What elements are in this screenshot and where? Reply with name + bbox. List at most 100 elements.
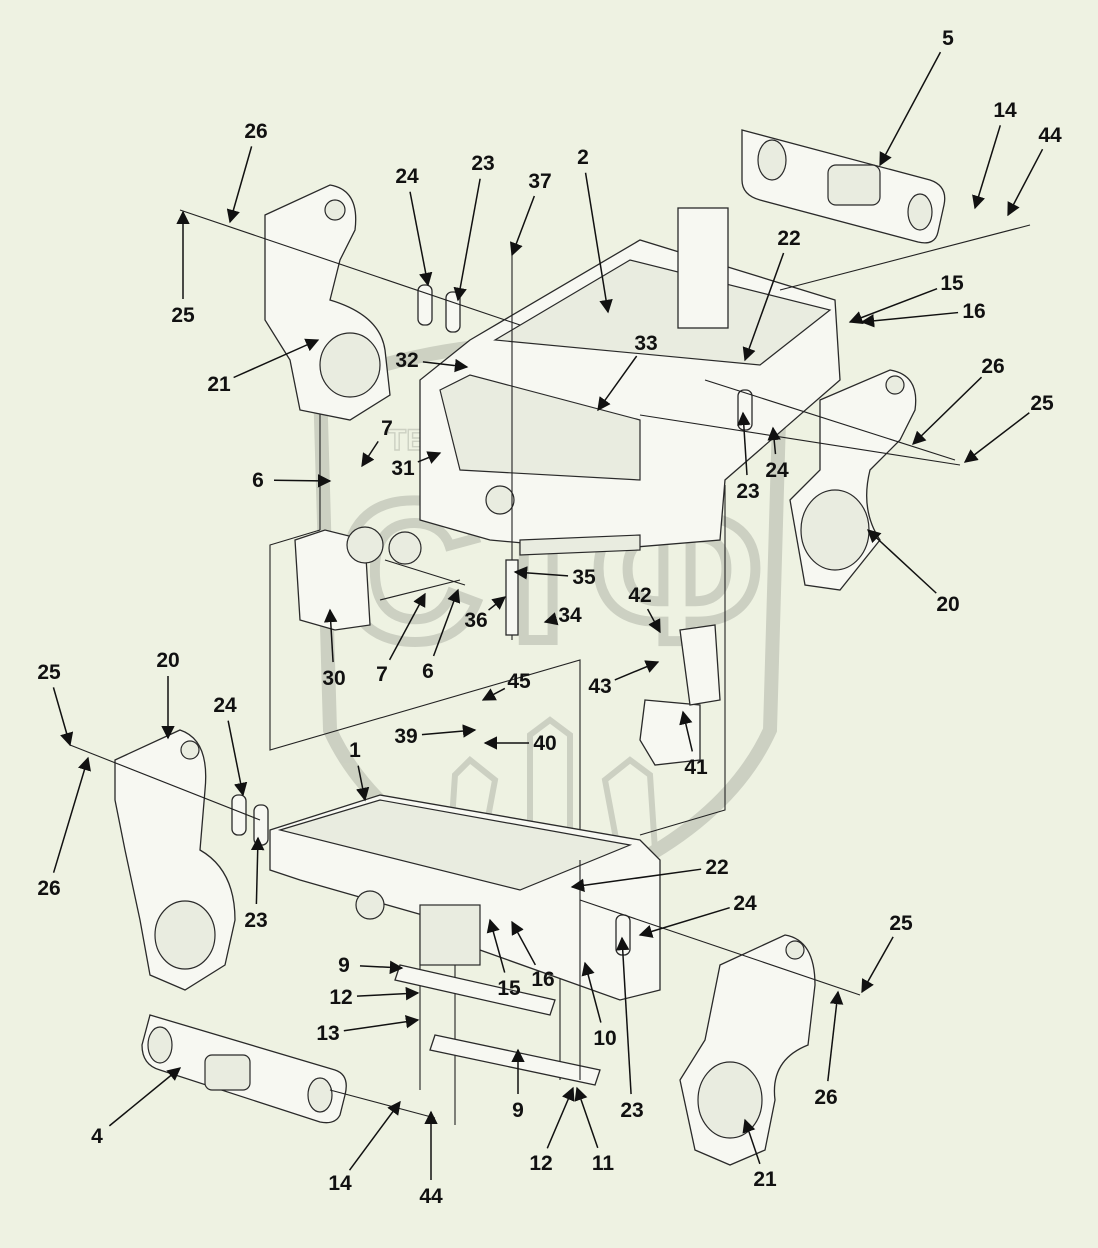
leader-line-26 <box>52 756 91 873</box>
callout-label-25: 25 <box>171 304 195 327</box>
leader-line-20 <box>867 529 937 594</box>
callout-label-7: 7 <box>376 663 388 686</box>
side-plate-lower-right <box>679 934 816 1166</box>
leader-line-26 <box>827 990 844 1082</box>
callout-label-11: 11 <box>592 1152 615 1175</box>
callout-label-5: 5 <box>942 27 954 50</box>
callout-label-26: 26 <box>37 877 60 900</box>
leader-line-24 <box>409 191 433 287</box>
callout-label-44: 44 <box>1038 124 1062 147</box>
callout-label-24: 24 <box>213 694 237 717</box>
valve-block <box>294 526 466 631</box>
callout-label-26: 26 <box>981 355 1004 378</box>
leader-line-12 <box>356 986 420 1001</box>
leader-line-10 <box>581 961 602 1023</box>
side-plate-lower-left <box>114 729 236 991</box>
leader-line-23 <box>615 936 632 1095</box>
leader-line-24 <box>227 720 248 797</box>
leader-line-6 <box>273 474 332 488</box>
callout-label-20: 20 <box>156 649 179 672</box>
leader-line-21 <box>233 338 320 379</box>
leader-line-33 <box>597 355 638 412</box>
leader-line-24 <box>767 426 781 455</box>
callout-label-16: 16 <box>531 968 554 991</box>
leader-line-2 <box>584 172 613 314</box>
callout-label-15: 15 <box>940 272 964 295</box>
callout-label-44: 44 <box>419 1185 443 1208</box>
leader-line-23 <box>737 411 751 476</box>
leader-line-5 <box>879 51 942 167</box>
leader-line-13 <box>343 1015 420 1032</box>
leader-line-31 <box>417 451 442 464</box>
leader-line-30 <box>323 608 338 663</box>
callout-label-30: 30 <box>322 667 345 690</box>
callout-label-21: 21 <box>753 1168 777 1191</box>
callout-label-42: 42 <box>628 584 651 607</box>
leader-line-15 <box>486 918 506 973</box>
leader-line-32 <box>422 358 469 373</box>
callout-label-24: 24 <box>733 892 757 915</box>
callout-label-15: 15 <box>497 977 521 1000</box>
callout-label-25: 25 <box>37 661 61 684</box>
leader-line-12 <box>546 1086 575 1149</box>
leader-line-41 <box>679 710 694 752</box>
callout-label-43: 43 <box>588 675 611 698</box>
leader-line-36 <box>488 596 507 611</box>
leader-line-25 <box>963 412 1030 463</box>
leader-line-24 <box>638 906 730 938</box>
callout-label-1: 1 <box>349 739 361 762</box>
leader-line-7 <box>388 592 426 661</box>
leader-line-23 <box>250 836 265 905</box>
leader-line-1 <box>355 765 370 802</box>
leader-line-35 <box>513 566 569 580</box>
side-plate-upper-right <box>789 369 917 591</box>
leader-line-26 <box>226 146 253 224</box>
counterweight-upper <box>741 129 946 244</box>
callout-label-13: 13 <box>316 1022 339 1045</box>
leader-line-14 <box>348 1100 401 1171</box>
callout-label-2: 2 <box>577 146 589 169</box>
frame-upper <box>419 207 841 556</box>
callout-label-22: 22 <box>777 227 800 250</box>
callout-label-37: 37 <box>528 170 551 193</box>
leader-line-22 <box>742 252 785 362</box>
callout-label-25: 25 <box>889 912 913 935</box>
callout-label-25: 25 <box>1030 392 1054 415</box>
callout-label-23: 23 <box>736 480 759 503</box>
leader-line-22 <box>570 868 702 893</box>
leader-line-11 <box>574 1086 599 1149</box>
leader-line-9 <box>359 960 404 975</box>
side-plate-upper-left <box>264 184 391 421</box>
leader-line-16 <box>860 311 959 328</box>
counterweight-lower <box>141 1014 347 1124</box>
callout-label-21: 21 <box>207 373 231 396</box>
callout-label-22: 22 <box>705 856 728 879</box>
callout-label-6: 6 <box>252 469 264 492</box>
leader-line-23 <box>453 178 481 302</box>
callout-label-6: 6 <box>422 660 434 683</box>
callout-label-26: 26 <box>244 120 267 143</box>
callout-label-9: 9 <box>338 954 350 977</box>
callout-label-9: 9 <box>512 1099 524 1122</box>
leader-line-44 <box>1007 148 1044 217</box>
leader-line-42 <box>646 608 661 634</box>
leader-line-43 <box>614 660 660 681</box>
leader-line-39 <box>421 724 477 738</box>
callout-label-23: 23 <box>244 909 267 932</box>
leader-line-6 <box>432 588 461 657</box>
callout-label-20: 20 <box>936 593 959 616</box>
callout-label-14: 14 <box>328 1172 352 1195</box>
axis-lines <box>69 209 1031 1119</box>
callout-label-4: 4 <box>91 1125 103 1148</box>
callout-label-45: 45 <box>507 670 531 693</box>
callout-label-33: 33 <box>634 332 657 355</box>
leader-line-4 <box>108 1067 182 1127</box>
leader-line-14 <box>972 125 1002 210</box>
leader-line-26 <box>912 376 983 445</box>
callout-label-34: 34 <box>558 604 582 627</box>
callout-label-12: 12 <box>529 1152 552 1175</box>
leader-line-25 <box>52 687 74 747</box>
callout-label-24: 24 <box>765 459 789 482</box>
